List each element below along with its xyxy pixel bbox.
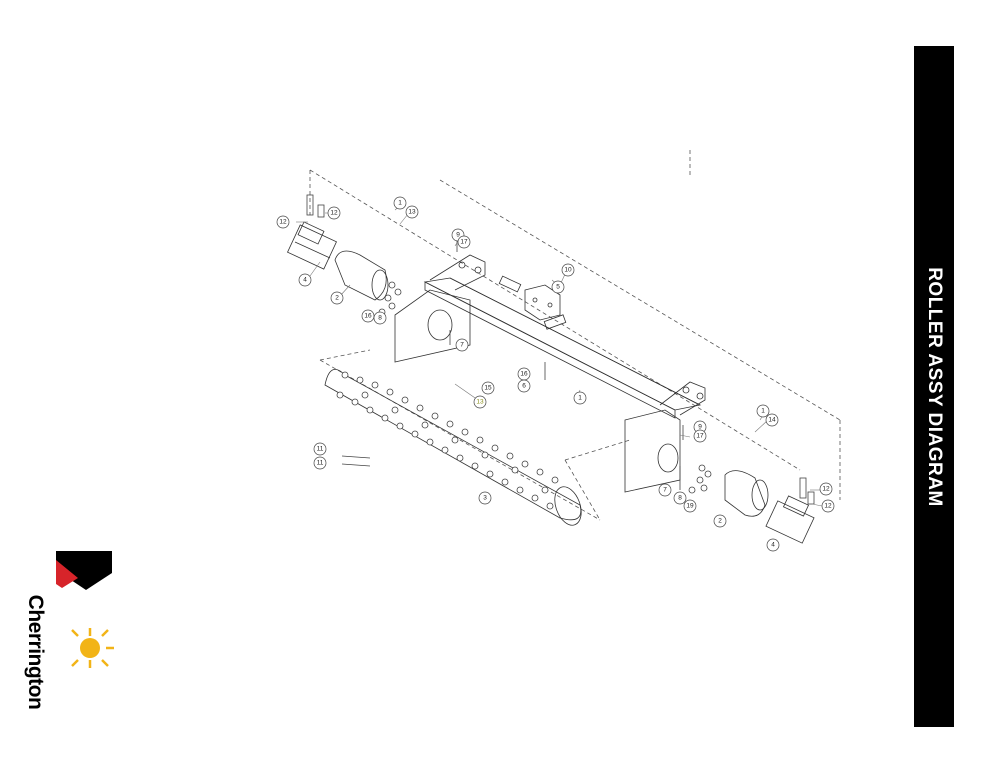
callout-13: 13 [476, 399, 484, 406]
callout-7: 7 [460, 342, 464, 349]
callout-6: 6 [522, 383, 526, 390]
callout-5: 5 [556, 284, 560, 291]
callout-11: 11 [317, 460, 324, 467]
callout-1: 1 [398, 200, 402, 207]
callout-9: 9 [456, 232, 460, 239]
callout-4: 4 [303, 277, 307, 284]
left-bearing-housing [334, 250, 389, 301]
callout-16: 16 [520, 371, 528, 378]
callout-leaders [296, 203, 823, 507]
callout-15: 15 [484, 385, 492, 392]
sun-icon [71, 628, 114, 668]
callout-10: 10 [564, 267, 572, 274]
right-fittings [688, 464, 815, 505]
callout-12: 12 [824, 503, 832, 510]
callout-12: 12 [822, 486, 830, 493]
callout-1: 1 [578, 395, 582, 402]
callout-17: 17 [696, 433, 704, 440]
frame-left-plate [394, 254, 486, 363]
callout-circles [276, 196, 835, 552]
logo-wordmark: Cherrington [24, 594, 47, 710]
callout-1: 1 [761, 408, 765, 415]
callout-2: 2 [335, 295, 339, 302]
callout-3: 3 [483, 495, 487, 502]
callout-11: 11 [317, 446, 324, 453]
frame-main-beam [423, 277, 702, 419]
callout-7: 7 [663, 487, 667, 494]
callout-19: 19 [686, 503, 694, 510]
right-hydraulic-motor [765, 495, 815, 544]
page-title: ROLLER ASSY DIAGRAM [924, 266, 945, 507]
callout-14: 14 [768, 417, 776, 424]
callout-4: 4 [771, 542, 775, 549]
callout-8: 8 [678, 495, 682, 502]
logo-red-shape [56, 560, 78, 588]
frame-right-plate [624, 381, 706, 493]
callout-17: 17 [460, 239, 468, 246]
assembly-center-lines [309, 150, 841, 521]
right-bearing-housing [724, 470, 769, 517]
valve-mount-bracket [498, 275, 567, 330]
roller-drum [324, 368, 582, 526]
callout-16: 16 [364, 313, 372, 320]
cherrington-logo [56, 551, 114, 668]
left-hydraulic-motor [287, 221, 337, 270]
callout-9: 9 [698, 424, 702, 431]
roller-teeth [336, 371, 559, 510]
title-banner: ROLLER ASSY DIAGRAM [914, 46, 954, 727]
logo-black-shape [56, 551, 112, 590]
left-fittings [306, 194, 402, 316]
callout-2: 2 [718, 518, 722, 525]
fastener-bolts [341, 240, 684, 490]
callout-12: 12 [279, 219, 287, 226]
callout-12: 12 [330, 210, 338, 217]
callout-8: 8 [378, 315, 382, 322]
callout-13: 13 [408, 209, 416, 216]
